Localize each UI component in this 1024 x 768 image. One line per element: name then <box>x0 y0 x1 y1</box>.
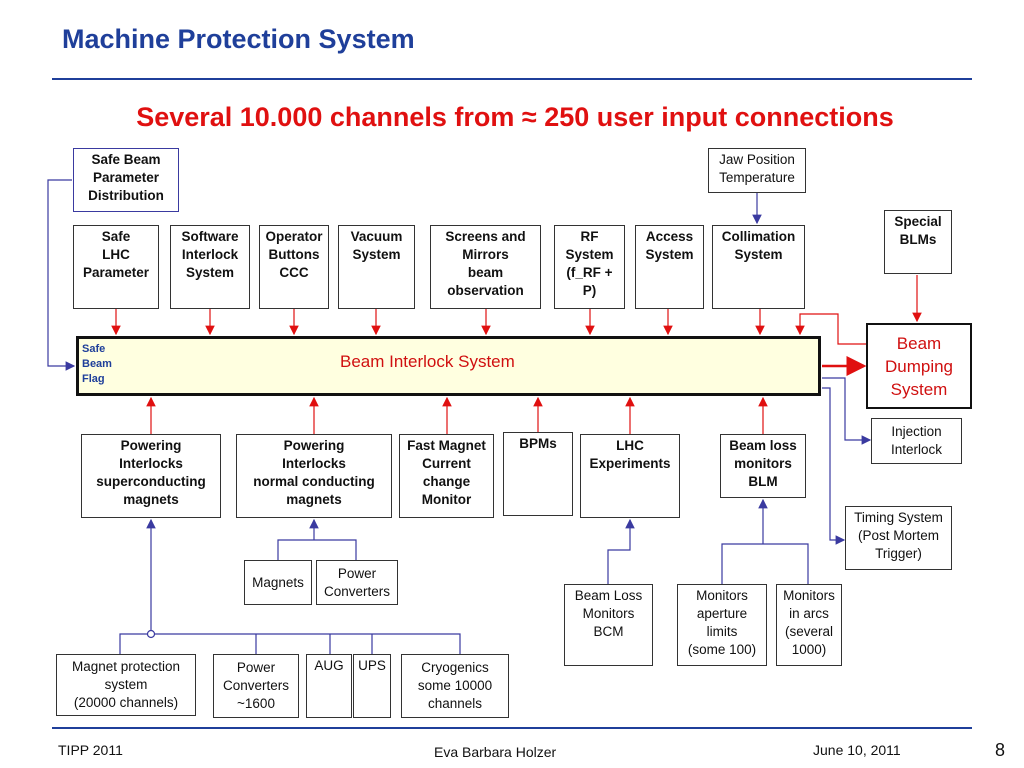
ups-box: UPS <box>353 654 391 718</box>
monitors-in-arcs-box: Monitors in arcs (several 1000) <box>776 584 842 666</box>
bottom-input-beam-loss-monitors: Beam loss monitors BLM <box>720 434 806 498</box>
top-input-screens-mirrors: Screens and Mirrors beam observation <box>430 225 541 309</box>
title-divider <box>52 78 972 80</box>
jaw-position-temperature-box: Jaw Position Temperature <box>708 148 806 193</box>
bottom-input-lhc-experiments: LHC Experiments <box>580 434 680 518</box>
aug-box: AUG <box>306 654 352 718</box>
safe-beam-flag-label: Safe Beam Flag <box>82 343 112 385</box>
top-input-safe-lhc-parameter: Safe LHC Parameter <box>73 225 159 309</box>
beam-interlock-system-bar <box>76 336 821 396</box>
bottom-input-fast-magnet: Fast Magnet Current change Monitor <box>399 434 494 518</box>
top-input-vacuum-system: Vacuum System <box>338 225 415 309</box>
top-input-software-interlock: Software Interlock System <box>170 225 250 309</box>
bottom-input-bpms: BPMs <box>503 432 573 516</box>
injection-interlock-box: Injection Interlock <box>871 418 962 464</box>
beam-dumping-system-box: Beam Dumping System <box>866 323 972 409</box>
footer-divider <box>52 727 972 729</box>
power-converters-box: Power Converters <box>316 560 398 605</box>
magnet-protection-system-box: Magnet protection system (20000 channels… <box>56 654 196 716</box>
timing-system-box: Timing System (Post Mortem Trigger) <box>845 506 952 570</box>
top-input-access-system: Access System <box>635 225 704 309</box>
beam-loss-monitors-bcm-box: Beam Loss Monitors BCM <box>564 584 653 666</box>
top-input-operator-buttons: Operator Buttons CCC <box>259 225 329 309</box>
footer-page-number: 8 <box>995 740 1006 760</box>
footer-author: Eva Barbara Holzer <box>434 744 557 760</box>
footer-date: June 10, 2011 <box>813 742 901 758</box>
bottom-input-powering-nc: Powering Interlocks normal conducting ma… <box>236 434 392 518</box>
special-blms-box: Special BLMs <box>884 210 952 274</box>
cryogenics-box: Cryogenics some 10000 channels <box>401 654 509 718</box>
bottom-input-powering-sc: Powering Interlocks superconducting magn… <box>81 434 221 518</box>
magnets-box: Magnets <box>244 560 312 605</box>
slide-title: Machine Protection System <box>62 24 415 54</box>
top-input-collimation-system: Collimation System <box>712 225 805 309</box>
top-input-rf-system: RF System (f_RF + P) <box>554 225 625 309</box>
slide-subtitle: Several 10.000 channels from ≈ 250 user … <box>136 102 894 132</box>
beam-interlock-system-label: Beam Interlock System <box>340 352 515 371</box>
monitors-aperture-limits-box: Monitors aperture limits (some 100) <box>677 584 767 666</box>
footer-conference: TIPP 2011 <box>58 742 123 758</box>
safe-beam-parameter-distribution-box: Safe Beam Parameter Distribution <box>73 148 179 212</box>
power-converters-1600-box: Power Converters ~1600 <box>213 654 299 718</box>
